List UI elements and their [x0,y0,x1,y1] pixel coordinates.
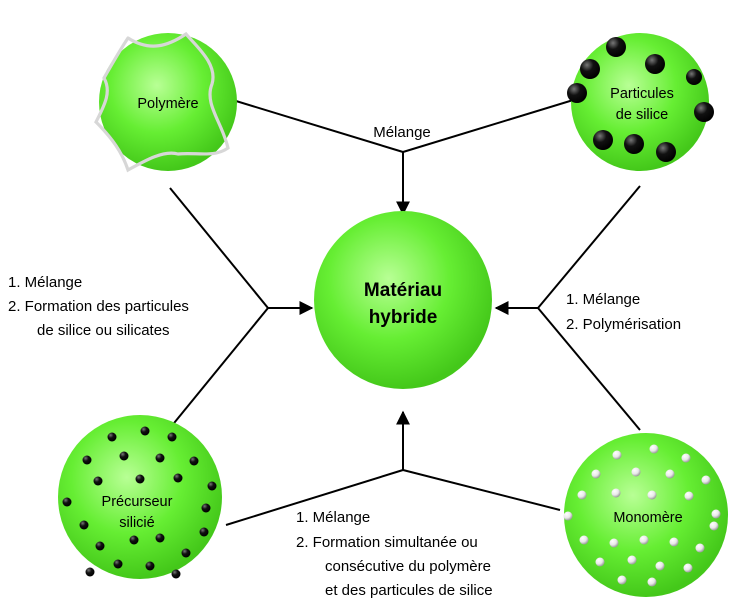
line-monomer-bottom [402,469,561,511]
bottom-path-step-2-cont-1: consécutive du polymère [325,558,491,575]
bottom-path-step-2: 2. Formation simultanée ou [296,534,478,551]
node-precursor: Précurseur silicié [58,415,222,579]
left-path-step-2-cont: de silice ou silicates [37,322,170,339]
bottom-path-label: 1. Mélange 2. Formation simultanée ou co… [296,509,493,599]
precursor-label-2: silicié [119,515,154,531]
center-label-1: Matériau [364,280,442,301]
node-hybrid-material: Matériau hybride [314,211,492,389]
top-path-label: Mélange [373,124,431,141]
left-path-label: 1. Mélange 2. Formation des particules d… [8,274,189,339]
right-path-label: 1. Mélange 2. Polymérisation [566,291,681,333]
bottom-path-step-2-cont-2: et des particules de silice [325,582,493,599]
bottom-path-step-1: 1. Mélange [296,509,370,526]
precursor-label-1: Précurseur [102,494,173,510]
right-path-step-1: 1. Mélange [566,291,640,308]
polymer-chain-icon [94,31,230,173]
right-path-step-2: 2. Polymérisation [566,316,681,333]
center-label-2: hybride [369,307,438,328]
polymer-label: Polymère [137,96,198,112]
left-path-step-2: 2. Formation des particules [8,298,189,315]
silica-particles-icon [567,37,714,162]
left-path-step-1: 1. Mélange [8,274,82,291]
node-polymer: Polymère [94,31,237,173]
line-polymer-left [169,187,269,309]
line-precursor-left [169,307,269,429]
node-silica-particles: Particules de silice [567,33,714,171]
line-silica-right [537,185,641,309]
line-monomer-right [537,307,641,431]
precursor-dots-icon [62,426,217,579]
line-precursor-bottom [225,469,404,526]
silica-particles-label-2: de silice [616,107,668,123]
monomer-dots-icon [563,444,721,587]
silica-particles-label-1: Particules [610,86,674,102]
node-monomer: Monomère [563,433,728,597]
monomer-label: Monomère [613,510,682,526]
